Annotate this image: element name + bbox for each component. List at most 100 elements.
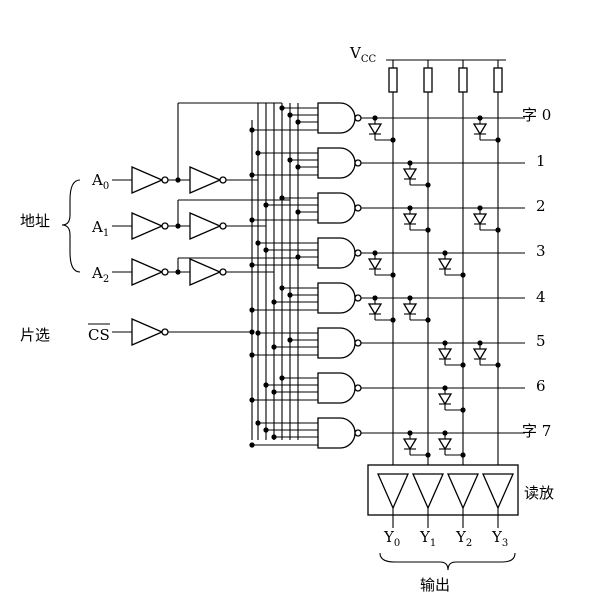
junction-dot (460, 272, 466, 278)
nand-bubble-3 (354, 249, 362, 257)
junction-dot (425, 317, 431, 323)
inverter-cs-bubble (161, 328, 169, 336)
nand-bubble-2 (354, 204, 362, 212)
inverter-a0-second-bubble (219, 176, 227, 184)
nand-gate-6 (317, 372, 356, 404)
diode-3-0 (367, 258, 383, 271)
nand-gate-4 (317, 282, 356, 314)
junction-dot (460, 362, 466, 368)
diode-2-3 (472, 213, 488, 226)
word-label-0: 字 0 (522, 106, 551, 124)
pullup-resistor-0 (388, 67, 398, 93)
junction-dot (287, 337, 293, 343)
diode-5-2-triangle (437, 348, 453, 361)
junction-dot (495, 227, 501, 233)
junction-dot (279, 195, 285, 201)
diode-matrix (367, 67, 503, 458)
junction-dot (249, 172, 255, 178)
inverter-cs (131, 318, 164, 346)
address-label: 地址 (20, 212, 50, 230)
junction-dot (263, 382, 269, 388)
output-brace (379, 552, 516, 571)
diode-5-3-triangle (472, 348, 488, 361)
address-brace (61, 179, 81, 273)
diode-6-2-triangle (437, 393, 453, 406)
word-label-6: 6 (536, 377, 546, 395)
input-label-a0: A0 (91, 171, 109, 192)
nand-gate-1 (317, 147, 356, 179)
nand-gate-7 (317, 417, 356, 449)
nand-bubble-5 (354, 339, 362, 347)
junction-dot (249, 352, 255, 358)
word-label-4: 4 (536, 288, 546, 306)
diode-7-2-triangle (437, 438, 453, 451)
nand-gate-0 (317, 102, 356, 134)
junction-dot (295, 119, 301, 125)
junction-dot (249, 307, 255, 313)
junction-dot (255, 240, 261, 246)
chip-select-label: 片选 (20, 326, 50, 344)
inverter-a2-first-bubble (161, 268, 169, 276)
word-label-2: 2 (536, 197, 546, 215)
output-y3: Y3 (491, 528, 508, 549)
junction-dot (255, 420, 261, 426)
diode-4-1-triangle (402, 303, 418, 316)
junction-dot (295, 209, 301, 215)
junction-dot (460, 407, 466, 413)
diode-6-2 (437, 393, 453, 406)
junction-dot (390, 317, 396, 323)
junction-dot (255, 330, 261, 336)
junction-dot (249, 262, 255, 268)
pullup-resistor-2 (458, 67, 468, 93)
junction-dot (495, 137, 501, 143)
pullup-resistor-1 (423, 67, 433, 93)
junction-dot (279, 285, 285, 291)
junction-dot (263, 427, 269, 433)
output-y1: Y1 (419, 528, 436, 549)
sense-amp-3 (482, 473, 514, 510)
junction-dot (249, 127, 255, 133)
junction-dot (425, 227, 431, 233)
diode-7-2 (437, 438, 453, 451)
sense-amp-1 (412, 473, 444, 510)
junction-dot (295, 164, 301, 170)
nand-bubble-1 (354, 159, 362, 167)
diode-5-2 (437, 348, 453, 361)
junction-dot (287, 292, 293, 298)
word-label-7: 字 7 (522, 422, 551, 440)
junction-dot (287, 157, 293, 163)
diode-4-0-triangle (367, 303, 383, 316)
junction-dot (263, 247, 269, 253)
junction-dot (271, 344, 277, 350)
sense-amp-2 (447, 473, 479, 510)
junction-dot (279, 375, 285, 381)
junction-dot (263, 202, 269, 208)
diode-7-1 (402, 438, 418, 451)
word-label-1: 1 (536, 152, 546, 170)
diode-7-1-triangle (402, 438, 418, 451)
junction-dot (390, 272, 396, 278)
input-label-a1: A1 (91, 218, 109, 239)
diode-0-0-triangle (367, 123, 383, 136)
junction-dot (425, 452, 431, 458)
output-y2: Y2 (455, 528, 472, 549)
nand-bubble-6 (354, 384, 362, 392)
diode-3-0-triangle (367, 258, 383, 271)
junction-dot (255, 150, 261, 156)
nand-bubble-4 (354, 294, 362, 302)
cs-label: CS (88, 326, 110, 344)
diode-2-3-triangle (472, 213, 488, 226)
inverters (131, 166, 227, 346)
junction-dot (295, 254, 301, 260)
junction-dot (271, 299, 277, 305)
inverter-a1-first-bubble (161, 222, 169, 230)
pullup-resistor-3 (493, 67, 503, 93)
junction-dot (249, 217, 255, 223)
diode-0-3 (472, 123, 488, 136)
output-y0: Y0 (383, 528, 400, 549)
diode-1-1-triangle (402, 168, 418, 181)
diode-3-2 (437, 258, 453, 271)
output-label: 输出 (420, 576, 450, 594)
word-labels: 字 0 1 2 3 4 5 6 字 7 (522, 106, 551, 440)
sense-amplifiers (367, 464, 519, 528)
